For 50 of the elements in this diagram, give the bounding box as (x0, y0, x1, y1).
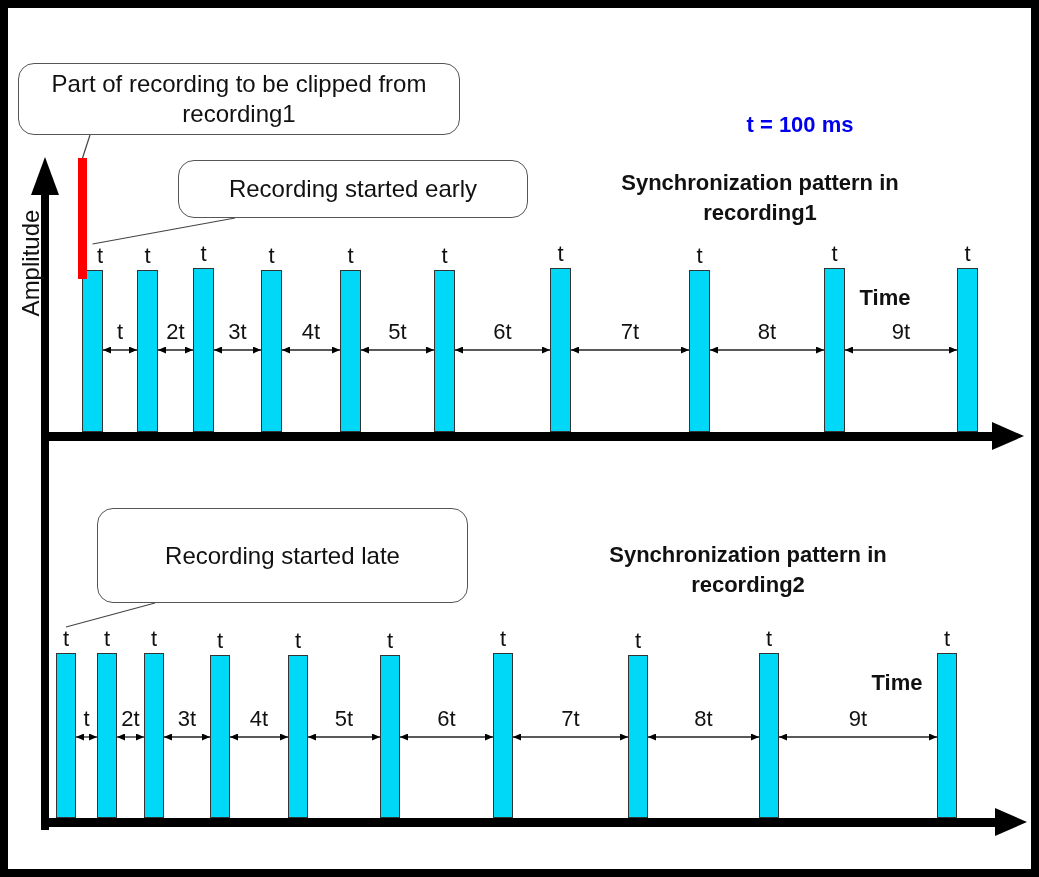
pulse-label: t (964, 242, 971, 266)
callout-bubble: Part of recording to be clipped from recording1 (18, 63, 460, 135)
pulse-label: t (294, 629, 302, 653)
double-arrow (360, 346, 435, 354)
double-arrow (570, 346, 690, 354)
double-arrow (647, 733, 760, 741)
pulse-label: t (347, 244, 354, 268)
double-arrow (399, 733, 494, 741)
double-arrow (157, 346, 194, 354)
double-arrow (102, 346, 138, 354)
pulse-label: t (765, 627, 773, 651)
double-arrow (229, 733, 289, 741)
double-arrow (163, 733, 211, 741)
pulse-label: t (831, 242, 838, 266)
axis-title: Amplitude (16, 208, 45, 318)
pulse-label: t (200, 242, 207, 266)
pulse-label: t (103, 627, 111, 651)
double-arrow (75, 733, 98, 741)
pulse-label: t (144, 244, 151, 268)
text-label: t = 100 ms (745, 111, 855, 139)
pulse-label: t (216, 629, 224, 653)
double-arrow (116, 733, 145, 741)
text-label: Time (858, 284, 912, 312)
text-label: Synchronization pattern in recording1 (620, 169, 900, 227)
leader-line (65, 602, 156, 628)
double-arrow (454, 346, 551, 354)
pulse-label: t (268, 244, 275, 268)
double-arrow (778, 733, 938, 741)
pulse-label: t (150, 627, 158, 651)
pulse-label: t (499, 627, 507, 651)
pulse-label: t (62, 627, 70, 651)
pulse-label: t (557, 242, 564, 266)
text-label: Synchronization pattern in recording2 (608, 541, 888, 599)
callout-bubble: Recording started late (97, 508, 468, 603)
pulse-label: t (386, 629, 394, 653)
pulse-label: t (696, 244, 703, 268)
double-arrow (281, 346, 341, 354)
text-label: Time (870, 669, 924, 697)
double-arrow (709, 346, 825, 354)
callout-bubble: Recording started early (178, 160, 528, 218)
leader-line (81, 134, 91, 159)
pulse-label: t (943, 627, 951, 651)
double-arrow (512, 733, 629, 741)
pulse-label: t (634, 629, 642, 653)
double-arrow (844, 346, 958, 354)
pulse-label: t (441, 244, 448, 268)
double-arrow (213, 346, 262, 354)
pulse-label: t (96, 244, 103, 268)
double-arrow (307, 733, 381, 741)
clip-marker-bar (78, 158, 87, 279)
